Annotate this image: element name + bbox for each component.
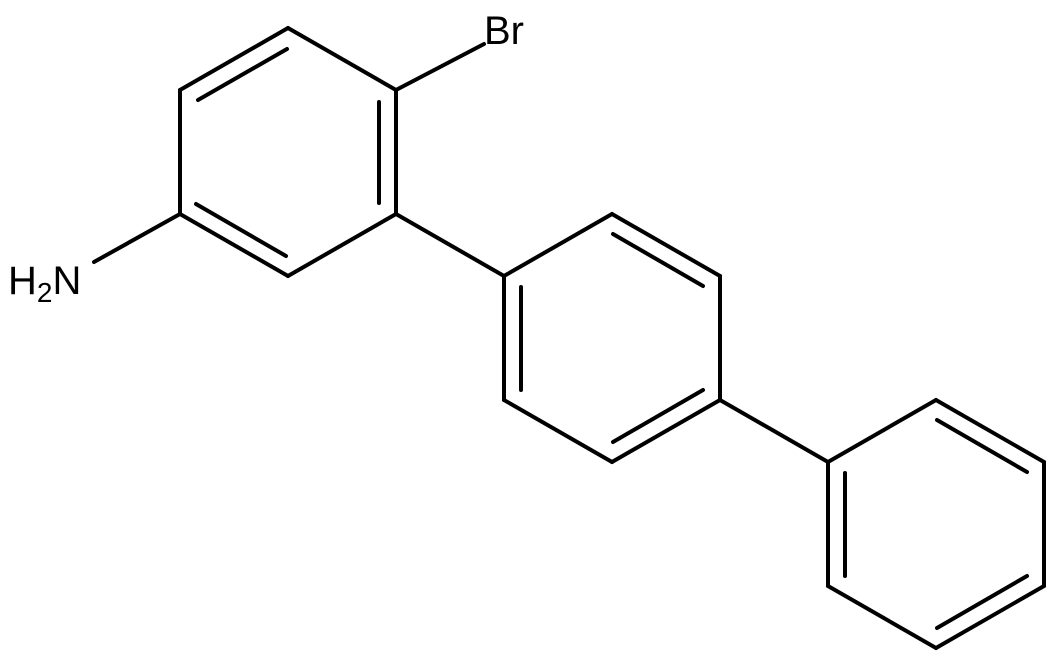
bond-c2 — [934, 398, 1046, 464]
bond-a1 — [286, 26, 398, 92]
bond-c-double-1 — [935, 418, 1029, 474]
bond-c1 — [826, 398, 938, 464]
bond-c-double-2 — [935, 574, 1029, 630]
bond-b-double-2 — [611, 388, 705, 444]
bond-a6 — [178, 26, 290, 92]
ring-phenylene — [502, 212, 722, 464]
amine-nitrogen: N — [52, 259, 81, 303]
bond-a3 — [286, 212, 398, 278]
bond-a4 — [178, 212, 290, 278]
amine-subscript: 2 — [37, 277, 53, 308]
bond-c-br — [394, 42, 486, 92]
ring-phenyl — [826, 398, 1046, 650]
bond-b4 — [610, 398, 722, 464]
bond-c4 — [934, 584, 1046, 650]
bond-a-double-1 — [196, 47, 289, 102]
bond-ring-b-ring-c — [718, 398, 830, 464]
bond-b2 — [610, 212, 722, 278]
bond-c-n — [92, 212, 182, 264]
bond-b1 — [502, 212, 614, 278]
amine-hydrogen: H — [8, 259, 37, 303]
amine-label: H2N — [8, 259, 81, 308]
bond-a-double-3 — [194, 202, 288, 258]
bromine-label: Br — [484, 9, 524, 53]
ring-aniline — [178, 26, 398, 278]
bond-ring-a-ring-b — [394, 212, 506, 278]
bond-b-double-1 — [611, 232, 705, 288]
bond-b5 — [502, 398, 614, 464]
bond-c5 — [826, 584, 938, 650]
